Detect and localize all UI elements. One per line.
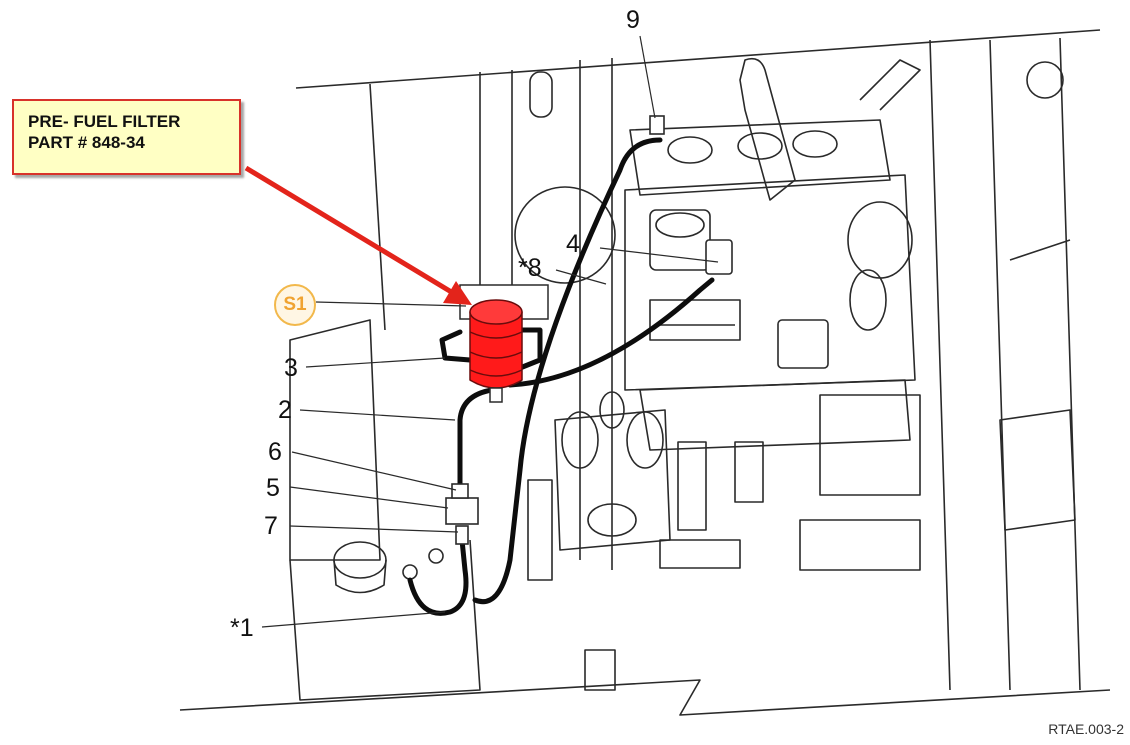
valve-cap-3 (792, 130, 838, 158)
alternator (847, 201, 913, 279)
shutoff-valve-5 (445, 497, 479, 525)
engine-side-box (777, 319, 829, 369)
left-upright (479, 70, 513, 300)
left-lower-panel (289, 319, 381, 561)
label-4: 4 (566, 230, 580, 258)
label-7: 7 (264, 512, 278, 540)
filter-drain (489, 387, 503, 403)
pulley (849, 269, 887, 331)
slot-opening (529, 71, 553, 118)
leader-7 (289, 525, 459, 533)
engine-cylinder-head (629, 119, 891, 196)
s1-badge: S1 (274, 284, 316, 326)
callout-line-1: PRE- FUEL FILTER (28, 112, 181, 131)
round-knob-top-right (1026, 61, 1064, 99)
label-8: *8 (518, 254, 542, 282)
leader-1 (261, 611, 446, 628)
callout-arrow (244, 165, 472, 305)
leader-8 (555, 269, 607, 285)
bottom-tab (584, 649, 616, 691)
battery-box (819, 394, 921, 496)
frame-left-edge (369, 83, 386, 331)
engine-lower-block (639, 379, 911, 451)
intake-pipe (739, 57, 796, 201)
label-2: 2 (278, 396, 292, 424)
pre-fuel-filter (459, 284, 549, 403)
right-column (929, 39, 1011, 691)
hose-to-pump (507, 277, 715, 388)
frame-top-edge (295, 29, 1101, 89)
leader-3 (305, 357, 446, 368)
label-6: 6 (268, 438, 282, 466)
leader-5 (289, 486, 449, 509)
callout-line-2: PART # 848-34 (28, 133, 145, 152)
leader-9 (639, 35, 656, 119)
valve-knob-1 (561, 411, 599, 469)
lower-right-block (999, 409, 1076, 531)
round-window (514, 186, 616, 284)
injector-bracket (649, 299, 741, 341)
fuse-block-2 (734, 441, 764, 503)
valve-bottom-ring (587, 503, 637, 537)
valve-knob-2 (626, 411, 664, 469)
fitting-4 (705, 239, 733, 275)
valve-cap-2 (737, 132, 783, 160)
tank-fitting-2 (428, 548, 444, 564)
hose-1 (407, 537, 469, 616)
fuse-block-1 (677, 441, 707, 531)
valve-knob-3 (599, 391, 625, 429)
lower-center-bracket (659, 539, 741, 569)
hose-3 (439, 327, 543, 371)
exhaust-pipe (859, 59, 921, 111)
leader-2 (299, 409, 456, 421)
label-9: 9 (626, 6, 640, 34)
hose-2 (457, 387, 495, 493)
fitting-6 (451, 483, 469, 499)
relay-box (799, 519, 921, 571)
left-tank (289, 539, 481, 701)
label-3: 3 (284, 354, 298, 382)
pre-fuel-filter-callout: PRE- FUEL FILTER PART # 848-34 (12, 99, 241, 175)
fuel-pump-top (655, 212, 705, 238)
frame-bottom-edge (179, 679, 1111, 716)
fitting-7 (455, 525, 469, 545)
small-mount (527, 479, 553, 581)
valve-cap-1 (667, 136, 713, 164)
label-5: 5 (266, 474, 280, 502)
leader-s1 (315, 301, 467, 307)
engine-block (624, 174, 916, 391)
fitting-9 (649, 115, 665, 135)
leader-6 (291, 451, 457, 491)
leader-4 (599, 247, 719, 263)
tank-filler-neck (333, 559, 387, 594)
hose-return (472, 137, 663, 604)
reference-code: RTAE.003-2 (1048, 721, 1124, 737)
center-plate (579, 58, 613, 570)
tank-fitting-1 (402, 564, 418, 580)
right-panel (1009, 37, 1081, 691)
label-1: *1 (230, 614, 254, 642)
